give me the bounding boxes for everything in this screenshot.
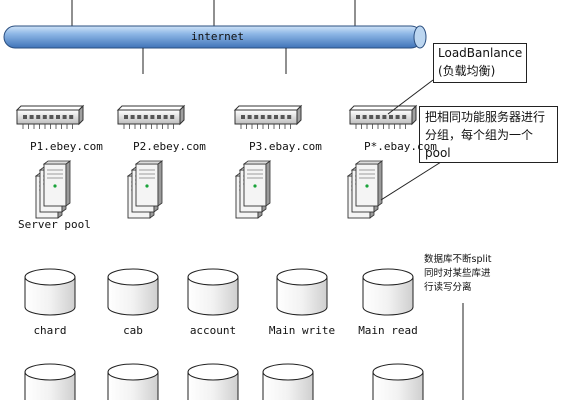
server-stack-icon [34, 160, 72, 219]
db-label-chard: chard [33, 324, 67, 337]
server-stack-icon [346, 160, 384, 219]
database-icon [107, 268, 159, 316]
db-label-account: account [189, 324, 237, 337]
db-label-cab: cab [123, 324, 143, 337]
switch-icon [348, 104, 418, 129]
database-icon [262, 363, 314, 400]
internet-label: internet [191, 30, 244, 43]
balancer-callout-line2: (负载均衡) [438, 64, 496, 78]
db-note-line2: 同时对某些库进 [424, 268, 491, 279]
database-icon [24, 363, 76, 400]
switch-icon [233, 104, 303, 129]
group-callout [419, 106, 558, 163]
balancer-callout-line1: LoadBanlance [438, 46, 523, 60]
balancer-callout [433, 43, 527, 83]
group-pointer [380, 161, 442, 201]
db-note-line3: 行读写分离 [424, 282, 472, 293]
database-icon [362, 268, 414, 316]
database-icon [276, 268, 328, 316]
pool-label-p1: P1.ebey.com [30, 140, 103, 153]
server-pool-label: Server pool [18, 218, 91, 231]
server-stack-icon [234, 160, 272, 219]
pool-label-p2: P2.ebey.com [133, 140, 206, 153]
pool-label-pstar: P*.ebay.com [364, 140, 437, 153]
database-icon [187, 363, 239, 400]
database-icon [187, 268, 239, 316]
database-icon [24, 268, 76, 316]
db-label-main-read: Main read [358, 324, 418, 337]
server-stack-icon [126, 160, 164, 219]
switch-icon [116, 104, 186, 129]
db-note-line1: 数据库不断split [424, 254, 492, 265]
balancer-pointer [387, 79, 434, 115]
database-icon [107, 363, 159, 400]
group-callout-text: 把相同功能服务器进行分组，每个组为一个pool [425, 110, 546, 160]
db-label-main-write: Main write [268, 324, 336, 337]
database-icon [372, 363, 424, 400]
internet-bus [3, 25, 427, 49]
switch-icon [15, 104, 85, 129]
pool-label-p3: P3.ebay.com [249, 140, 322, 153]
